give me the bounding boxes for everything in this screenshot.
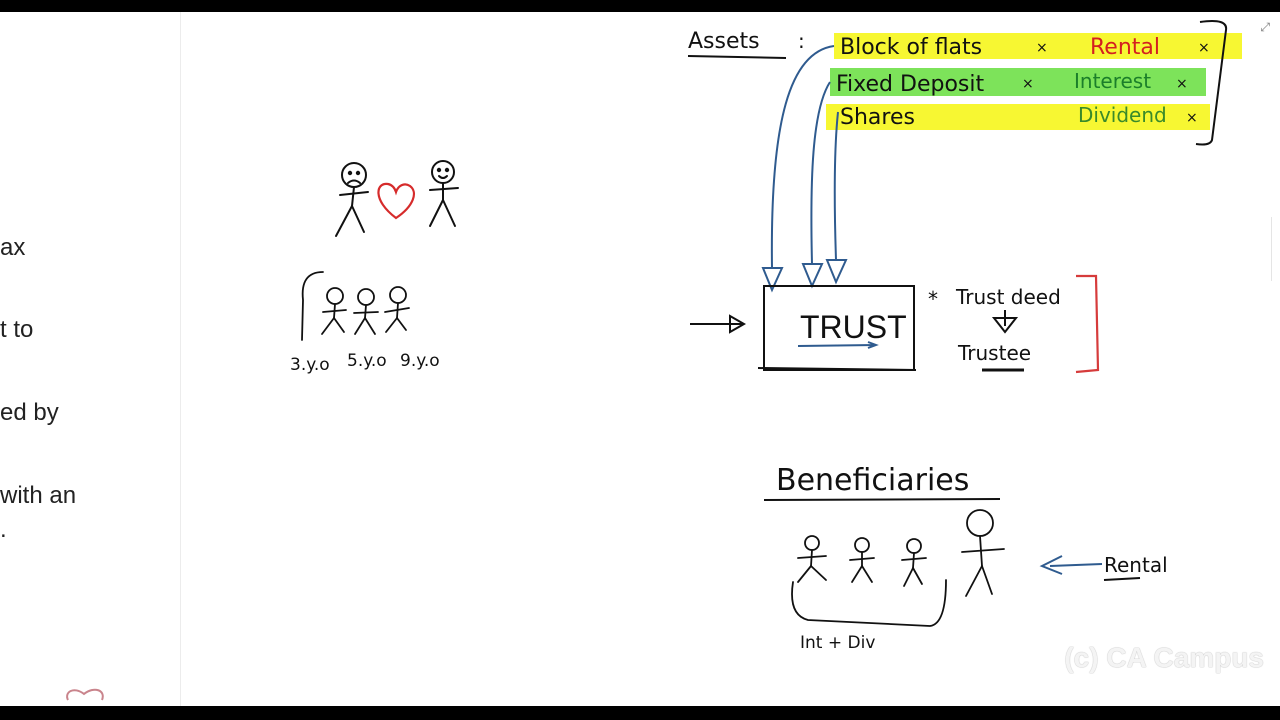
left-text-line: ax (0, 234, 26, 261)
svg-text:×: × (1176, 76, 1188, 92)
asset-highlight-fixed-deposit (830, 68, 1206, 96)
sad-parent-figure (335, 162, 369, 237)
left-text-line: ed by (0, 399, 59, 426)
heart-logo-icon (66, 688, 104, 701)
asset-income: Rental (1090, 35, 1160, 60)
asset-name: Block of flats (840, 35, 982, 60)
asset-highlight-block-of-flats (834, 33, 1242, 59)
trust-deed-label: Trust deed (955, 285, 1061, 309)
asset-highlight-shares (826, 104, 1210, 130)
trust-red-bracket (1075, 274, 1100, 374)
asset-name: Fixed Deposit (836, 72, 984, 97)
expand-icon[interactable]: ⤢ (1260, 20, 1270, 34)
child-age-label: 3.y.o (290, 355, 330, 375)
beneficiary-child-figure (849, 537, 875, 583)
bracket-label: Int + Div (800, 633, 875, 653)
svg-text:×: × (1036, 40, 1048, 56)
couple-figures (335, 160, 459, 237)
child-figure (321, 287, 347, 335)
whiteboard-drawing: 3.y.o 5.y.o 9.y.o Assets : Block of flat… (290, 20, 1242, 653)
left-text-line: t to (0, 316, 34, 343)
trust-inbound-arrow (690, 314, 747, 334)
beneficiaries-title: Beneficiaries (776, 463, 969, 498)
child-figure (384, 286, 410, 333)
beneficiary-children-bracket (791, 579, 947, 627)
asset-flow-arrows (761, 45, 848, 293)
left-text-line: . (0, 516, 7, 543)
assets-label: Assets (688, 29, 760, 54)
rental-arrow (1039, 555, 1103, 575)
beneficiary-child-figure (901, 538, 927, 587)
watermark: (c) CA Campus (1064, 642, 1264, 673)
left-text-panel: ax t to ed by with an . (0, 12, 181, 706)
heart-icon (377, 182, 415, 220)
assets-colon: : (798, 29, 805, 53)
children-figures (301, 271, 410, 341)
asset-income: Interest (1074, 69, 1151, 93)
child-figure (353, 288, 379, 335)
rental-label: Rental (1104, 553, 1168, 577)
scrollbar[interactable] (1271, 217, 1280, 281)
assets-bracket (1195, 20, 1228, 146)
child-age-label: 5.y.o (347, 351, 387, 371)
beneficiary-child-figure (797, 535, 827, 583)
children-bracket (301, 271, 324, 341)
svg-text:*: * (928, 287, 938, 311)
slide-canvas: ax t to ed by with an . (0, 12, 1280, 706)
trust-box-label: TRUST (800, 309, 907, 345)
left-text-line: with an (0, 482, 77, 509)
asset-income: Dividend (1078, 103, 1167, 127)
trustee-label: Trustee (957, 341, 1031, 365)
child-age-label: 9.y.o (400, 351, 440, 371)
svg-text:×: × (1186, 110, 1198, 126)
svg-text:×: × (1022, 76, 1034, 92)
beneficiary-adult-figure (961, 509, 1005, 597)
beneficiary-figures (791, 509, 1005, 627)
svg-text:×: × (1198, 40, 1210, 56)
happy-parent-figure (429, 160, 459, 227)
asset-name: Shares (840, 105, 915, 130)
